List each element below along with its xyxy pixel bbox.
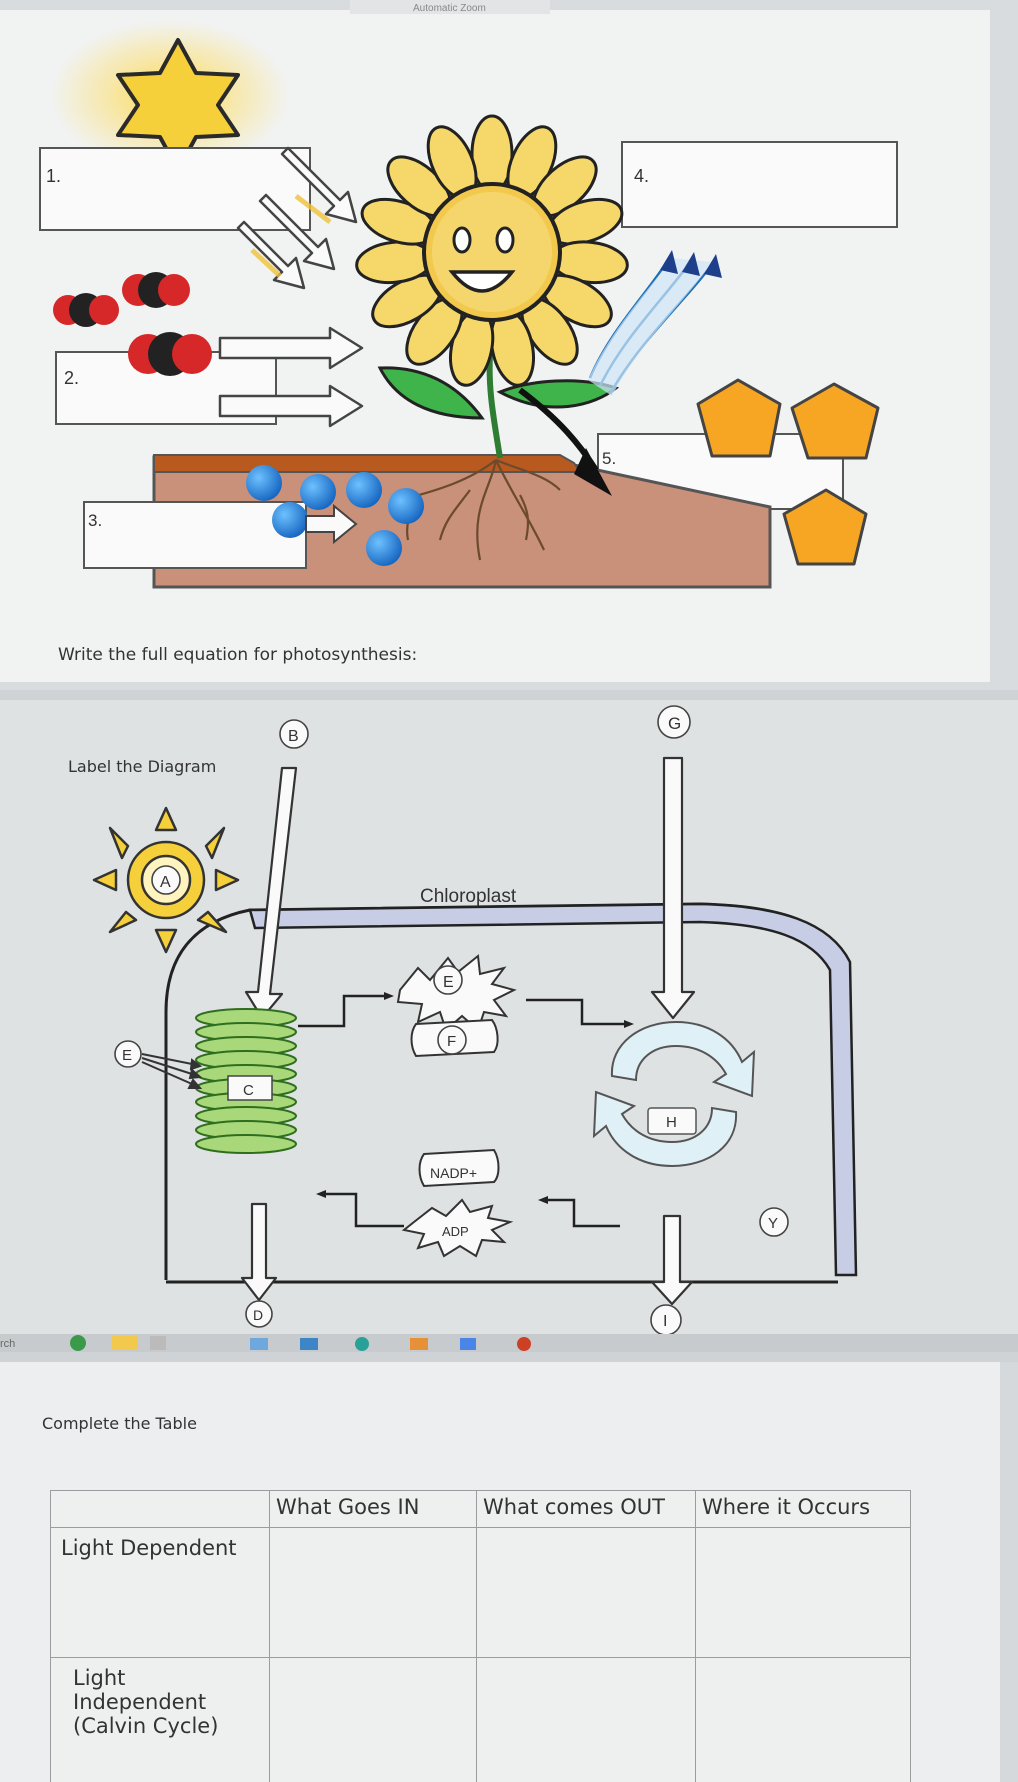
label-nadp: NADP+ <box>430 1165 477 1181</box>
label-c: C <box>243 1082 254 1099</box>
nadp-shape <box>418 1148 500 1188</box>
calvin-cycle-arrows <box>592 1020 756 1168</box>
water-molecules <box>246 465 424 566</box>
down-arrow-d <box>240 1202 278 1302</box>
oxygen-arrowheads <box>660 250 722 278</box>
connector-to-atp-head <box>384 992 394 1000</box>
label-f: F <box>447 1033 456 1050</box>
label-box-h[interactable] <box>647 1107 697 1135</box>
connector-to-thylakoid-head <box>316 1190 326 1198</box>
label-g: G <box>668 714 681 733</box>
leaf-left <box>377 366 485 420</box>
chloroplast-diagram-panel: A B C D E E F G H I Y NADP+ ADP Chloropl… <box>0 700 1018 1352</box>
cell-li-goes-in[interactable] <box>269 1657 477 1782</box>
water-arrow <box>305 503 358 545</box>
flower-head <box>355 114 629 387</box>
label-number-3: 3. <box>88 511 102 530</box>
column-header-comes-out: What comes OUT <box>476 1490 696 1528</box>
connector-from-calvin-head <box>538 1196 548 1204</box>
label-e-center: E <box>443 974 454 991</box>
label-adp: ADP <box>442 1224 469 1239</box>
table-header-row: What Goes IN What comes OUT Where it Occ… <box>50 1490 911 1528</box>
sunflower-diagram: 1. 2. 3. 4. 5. Write the full equation f… <box>0 0 990 682</box>
glucose-molecules <box>696 378 880 566</box>
table-panel: Complete the Table What Goes IN What com… <box>0 1362 1018 1782</box>
pdf-toolbar-fragment <box>350 0 550 14</box>
table-row: Light Dependent <box>50 1527 911 1658</box>
down-arrow-g <box>650 756 696 1020</box>
label-box-4[interactable] <box>621 141 898 228</box>
column-header-goes-in: What Goes IN <box>269 1490 477 1528</box>
taskbar-icons[interactable] <box>70 1335 531 1351</box>
cell-li-where[interactable] <box>695 1657 911 1782</box>
e-arrows <box>141 1053 203 1089</box>
label-e-left: E <box>122 1047 132 1064</box>
chloroplast-title: Chloroplast <box>420 886 517 907</box>
label-y: Y <box>768 1215 778 1232</box>
label-b: B <box>288 728 299 745</box>
zoom-select[interactable]: Automatic Zoom <box>413 3 486 14</box>
label-box-c[interactable] <box>227 1075 273 1101</box>
chloroplast-membrane-band <box>248 902 858 1277</box>
row-label-light-dependent: Light Dependent <box>50 1527 270 1658</box>
chloroplast-diagram: A B C D E E F G H I Y NADP+ ADP Chloropl… <box>0 700 1018 1352</box>
roots <box>399 458 561 561</box>
table-row: Light Independent (Calvin Cycle) <box>50 1657 911 1782</box>
cell-ld-goes-in[interactable] <box>269 1527 477 1658</box>
table-heading: Complete the Table <box>42 1414 197 1433</box>
connector-to-thylakoid <box>326 1192 404 1228</box>
label-i: I <box>663 1313 667 1330</box>
row-label-light-independent: Light Independent (Calvin Cycle) <box>50 1657 270 1782</box>
label-diagram-heading: Label the Diagram <box>68 757 216 776</box>
label-d: D <box>253 1307 263 1323</box>
label-a: A <box>160 874 171 891</box>
connector-to-calvin <box>526 998 624 1026</box>
light-arrow <box>244 766 298 1020</box>
connector-to-calvin-head <box>624 1020 634 1028</box>
cell-li-comes-out[interactable] <box>476 1657 696 1782</box>
topsoil-strip <box>153 454 582 473</box>
label-number-1: 1. <box>46 166 61 186</box>
oxygen-flow <box>588 258 712 396</box>
photosynthesis-table: What Goes IN What comes OUT Where it Occ… <box>50 1490 911 1782</box>
letter-circles <box>114 705 789 1336</box>
co2-arrows <box>218 326 364 428</box>
light-arrows <box>236 146 358 290</box>
label-box-1[interactable] <box>39 147 311 231</box>
label-number-4: 4. <box>634 166 649 186</box>
cell-ld-comes-out[interactable] <box>476 1527 696 1658</box>
adp-starburst <box>401 1198 514 1258</box>
connector-from-calvin <box>548 1198 620 1228</box>
taskbar-search[interactable]: rch <box>0 1338 15 1350</box>
sunflower-diagram-panel: 1. 2. 3. 4. 5. Write the full equation f… <box>0 0 1018 690</box>
equation-prompt: Write the full equation for photosynthes… <box>58 645 417 665</box>
cell-ld-where[interactable] <box>695 1527 911 1658</box>
label-number-5: 5. <box>602 449 616 468</box>
worksheet-page <box>0 700 1018 1352</box>
label-box-3[interactable] <box>83 501 307 569</box>
co2-molecules <box>53 272 212 376</box>
stem <box>486 354 503 459</box>
column-header-where-occurs: Where it Occurs <box>695 1490 911 1528</box>
connector-to-atp <box>298 994 384 1028</box>
label-number-2: 2. <box>64 368 79 388</box>
starburst-e <box>396 954 517 1032</box>
glucose-pointer-head <box>574 448 612 496</box>
column-header-empty <box>50 1490 270 1528</box>
down-arrow-i <box>650 1214 694 1306</box>
label-h: H <box>666 1114 677 1131</box>
light-streaks <box>250 194 332 278</box>
